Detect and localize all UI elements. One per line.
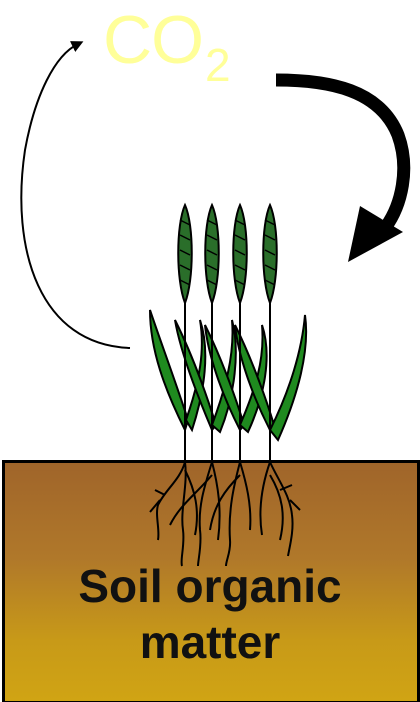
plant-roots (150, 462, 300, 566)
uptake-arrow (276, 80, 404, 228)
co2-label: CO2 (103, 0, 230, 87)
soil-label-line2: matter (0, 614, 420, 670)
soil-label-line1: Soil organic (0, 558, 420, 614)
respiration-arrow (21, 44, 130, 348)
seed-texture (180, 220, 275, 285)
plants (150, 205, 306, 566)
soil-organic-matter-label: Soil organic matter (0, 558, 420, 670)
co2-main-text: CO (103, 2, 203, 78)
seed-heads (178, 205, 277, 303)
co2-subscript: 2 (205, 39, 230, 91)
plant-leaves (150, 310, 306, 440)
